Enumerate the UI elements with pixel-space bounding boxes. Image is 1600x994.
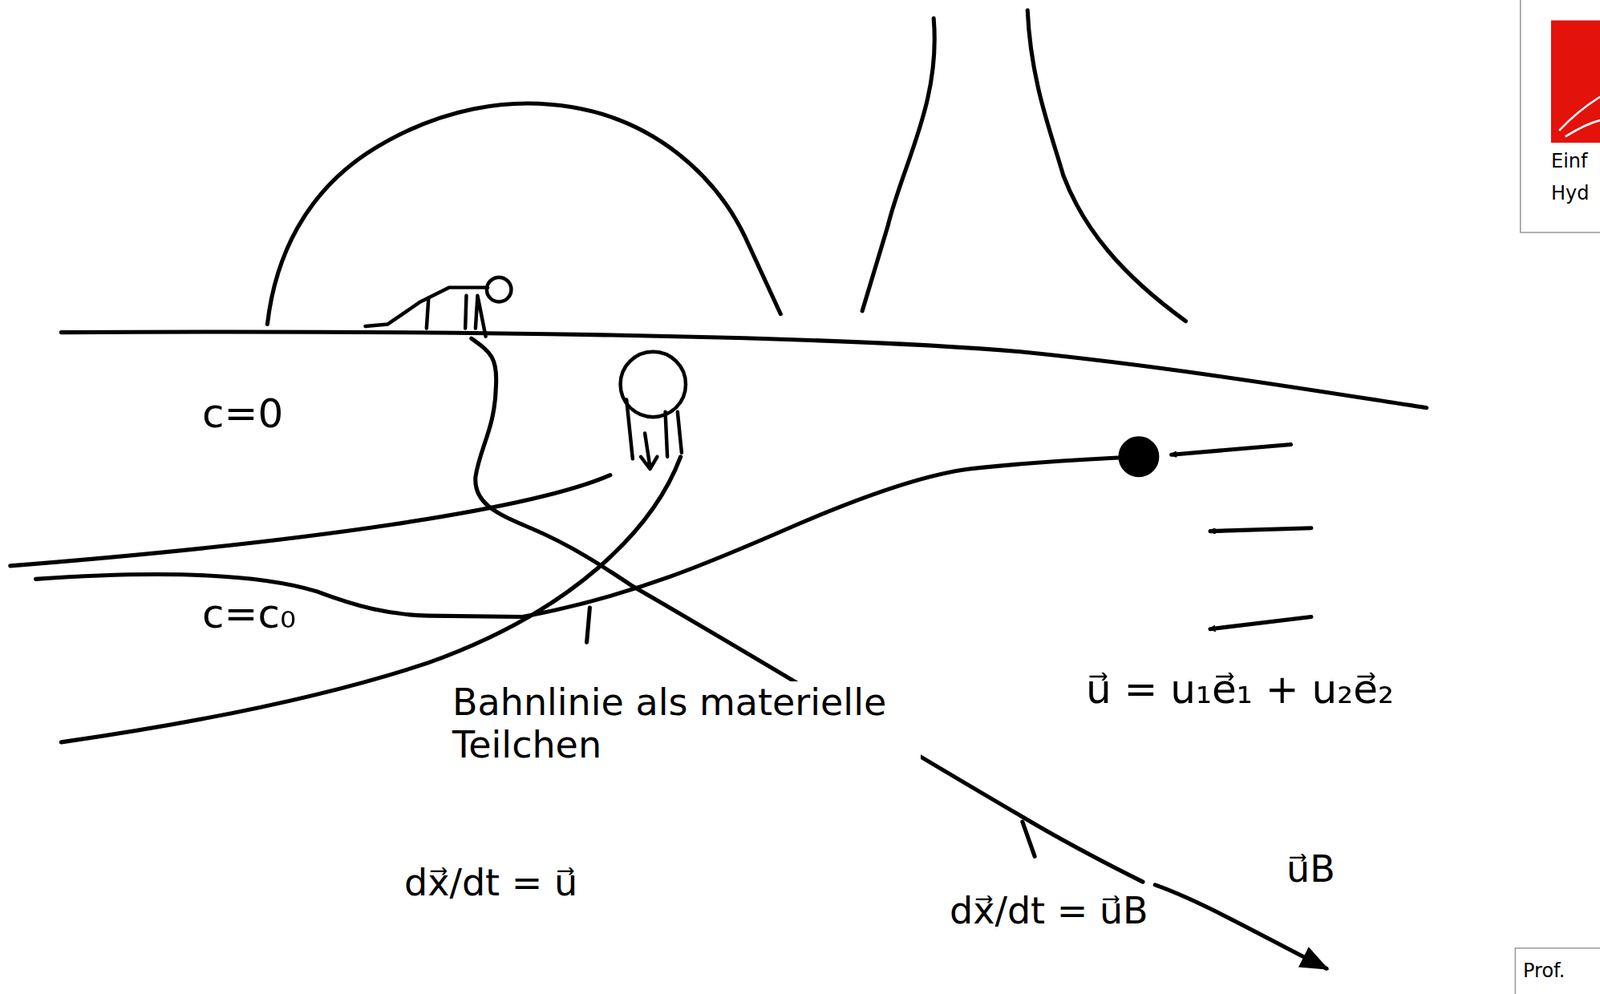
footer-box	[1514, 948, 1600, 994]
equation: dx⃗/dt = u⃗B	[946, 890, 1152, 933]
concentration-label: c=c₀	[198, 591, 300, 639]
funnel-left	[862, 18, 935, 312]
header-logo	[1520, 0, 1600, 233]
footer-text: Prof.	[1519, 960, 1568, 984]
leader-tick	[1022, 822, 1035, 857]
well-symbol	[364, 277, 511, 337]
equation: dx⃗/dt = u⃗	[401, 862, 581, 905]
pathline-well	[471, 338, 1143, 883]
pathline-arrow	[1154, 885, 1327, 969]
leader-tick	[587, 607, 591, 643]
pathline-particle	[522, 457, 1135, 618]
particle-dot	[1120, 438, 1158, 476]
plume-upper-boundary	[10, 475, 611, 567]
velocity-label: u⃗B	[1283, 848, 1339, 892]
header-text: Einf	[1547, 150, 1592, 174]
funnel-right	[1027, 10, 1186, 322]
flow-arrow	[1171, 445, 1292, 456]
pathline-note: Bahnlinie als materielle Teilchen	[449, 681, 921, 767]
equation: u⃗ = u₁e⃗₁ + u₂e⃗₂	[1082, 667, 1398, 714]
flow-arrow	[1210, 528, 1312, 532]
source-symbol	[620, 352, 686, 470]
concentration-label: c=0	[198, 391, 287, 438]
header-text: Hyd	[1547, 182, 1592, 206]
tree-crown	[267, 103, 781, 325]
flow-arrow	[1210, 616, 1312, 629]
